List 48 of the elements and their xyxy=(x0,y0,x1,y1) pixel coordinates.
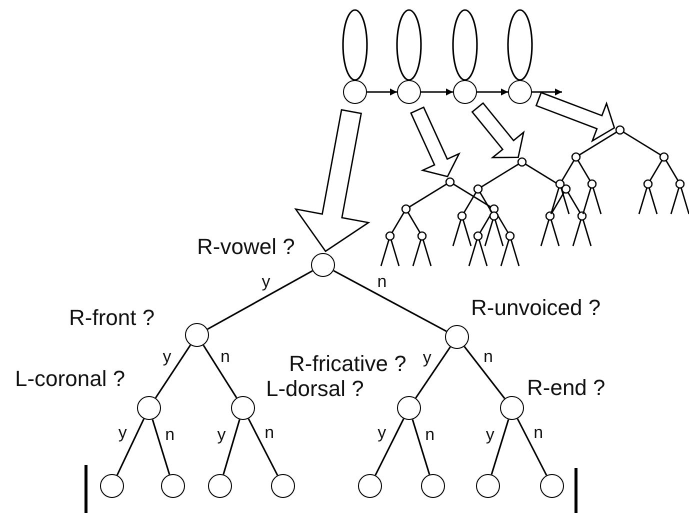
arrow xyxy=(367,88,397,96)
question-label: R-fricative ? xyxy=(289,351,406,377)
hollow-arrow xyxy=(471,102,525,158)
state-circle xyxy=(397,80,421,104)
branch-line xyxy=(202,344,238,398)
arrow xyxy=(421,88,453,96)
small-tree-drawing xyxy=(453,158,591,246)
branch-line xyxy=(154,344,192,398)
arrow xyxy=(477,88,508,96)
leaf-node xyxy=(100,474,124,498)
branch-line xyxy=(464,346,506,399)
self-loop xyxy=(396,9,422,81)
branch-line xyxy=(415,346,451,398)
branch-line xyxy=(116,418,145,476)
leaf-node xyxy=(476,474,500,498)
arrow xyxy=(532,88,562,96)
branch-line xyxy=(222,419,240,475)
leaf-node xyxy=(161,474,185,498)
leaf-node xyxy=(540,474,564,498)
branch-line xyxy=(333,270,447,332)
branch-line xyxy=(152,419,170,475)
leaf-node xyxy=(208,474,232,498)
hollow-arrow xyxy=(535,92,616,142)
small-tree-drawing xyxy=(551,126,689,214)
question-label: R-front ? xyxy=(69,305,155,331)
leaf-node xyxy=(271,474,295,498)
branch-line xyxy=(207,270,313,330)
branch-line xyxy=(516,418,548,476)
state-circle xyxy=(508,80,532,104)
small-tree-drawing xyxy=(381,178,519,266)
state-circle xyxy=(453,80,477,104)
branch-line xyxy=(412,419,430,475)
branch-line xyxy=(248,418,278,476)
self-loop xyxy=(507,9,533,81)
branch-line xyxy=(490,419,510,475)
question-label: L-dorsal ? xyxy=(266,376,364,402)
state-circle xyxy=(343,80,367,104)
leaf-node xyxy=(421,474,445,498)
self-loop xyxy=(452,9,478,81)
question-label: R-end ? xyxy=(527,375,606,401)
hollow-arrow xyxy=(294,109,370,252)
leaf-node xyxy=(358,474,382,498)
question-label: R-unvoiced ? xyxy=(471,295,601,321)
question-label: R-vowel ? xyxy=(197,234,295,260)
hollow-arrow xyxy=(410,106,461,178)
branch-line xyxy=(374,418,404,476)
self-loop xyxy=(342,9,368,81)
question-label: L-coronal ? xyxy=(15,366,126,392)
